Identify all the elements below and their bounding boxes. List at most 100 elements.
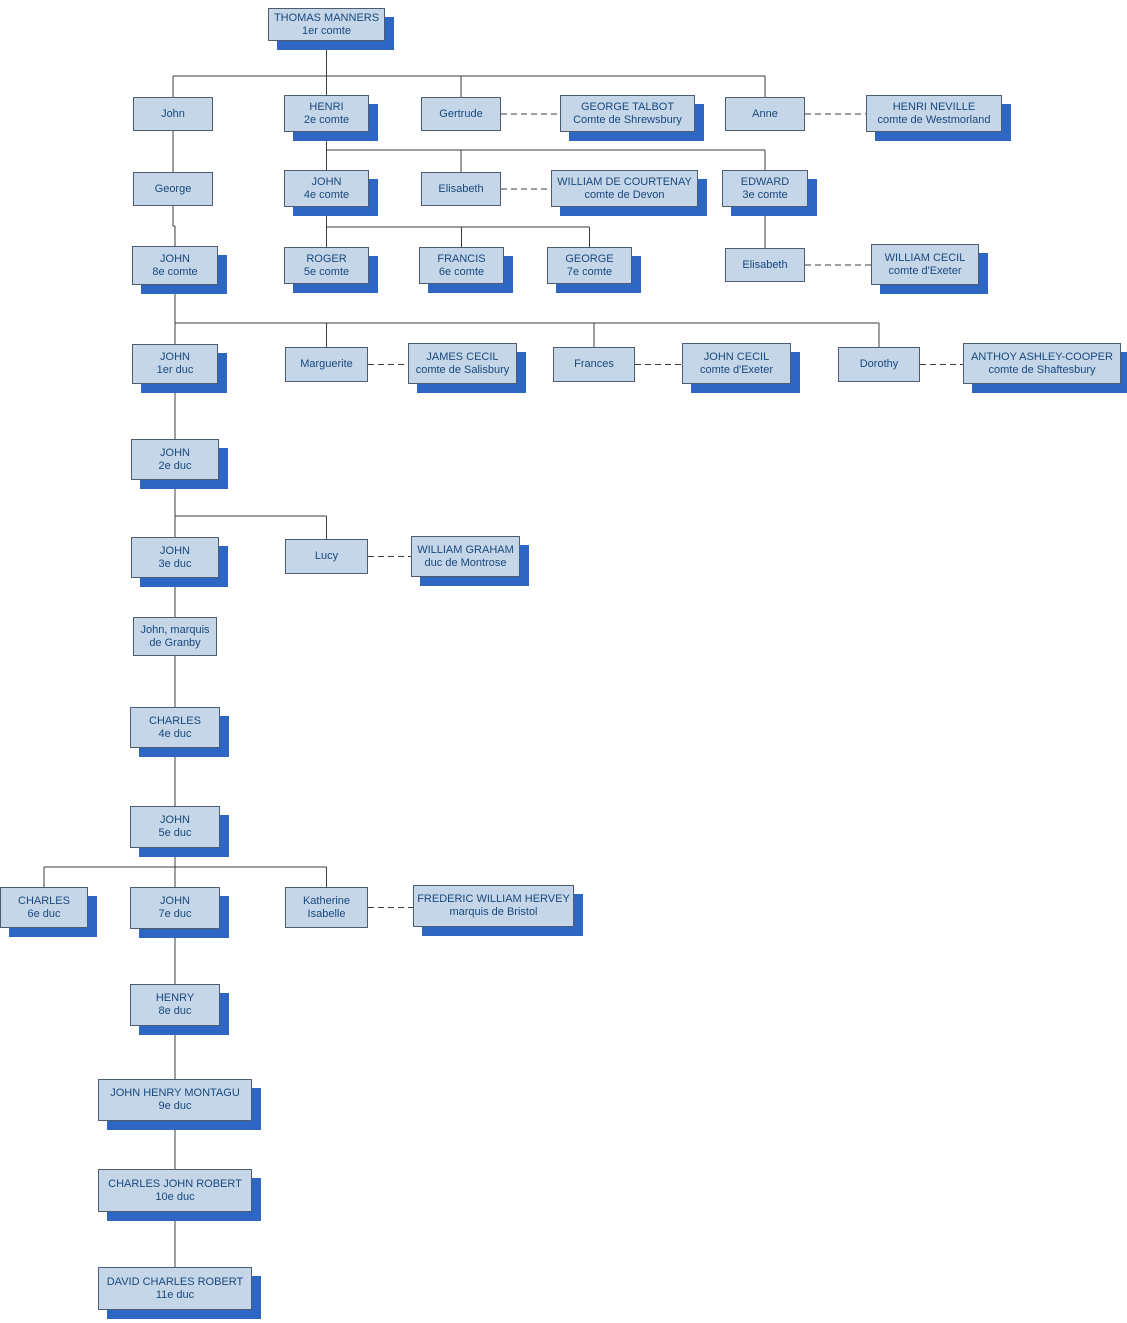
node-label: George xyxy=(154,182,192,195)
node-label: Comte de Shrewsbury xyxy=(573,113,682,126)
node-label: Elisabeth xyxy=(742,258,788,271)
node-label: Isabelle xyxy=(307,907,346,920)
node-label: duc de Montrose xyxy=(424,556,507,569)
tree-node-george: George xyxy=(133,172,213,206)
tree-node-lucy: Lucy xyxy=(285,539,368,574)
node-label: comte de Salisbury xyxy=(415,363,510,376)
node-label: CHARLES xyxy=(149,714,201,727)
node-label: John, marquis xyxy=(140,623,210,636)
node-label: 10e duc xyxy=(155,1190,195,1203)
node-label: ANTHOY ASHLEY-COOPER xyxy=(971,350,1113,363)
tree-node-anne: Anne xyxy=(725,97,805,131)
node-label: de Granby xyxy=(149,636,201,649)
node-label: JOHN xyxy=(160,814,190,826)
tree-node-elisabeth-cecil: Elisabeth xyxy=(725,248,805,282)
node-label: 4e comte xyxy=(303,188,350,201)
tree-node-john: John xyxy=(133,97,213,131)
node-label: comte de Devon xyxy=(584,188,665,201)
node-label: 6e duc xyxy=(27,907,61,920)
tree-node-marguerite: Marguerite xyxy=(285,347,368,382)
node-label: 5e duc xyxy=(158,827,192,839)
node-label: ROGER xyxy=(306,252,347,265)
node-label: 8e comte xyxy=(152,265,198,278)
tree-node-elisabeth: Elisabeth xyxy=(421,172,501,206)
node-label: JOHN CECIL xyxy=(703,350,770,363)
node-label: 8e duc xyxy=(158,1005,192,1017)
node-label: JOHN xyxy=(160,252,190,265)
node-label: JOHN xyxy=(160,446,190,459)
node-label: HENRI xyxy=(309,100,344,113)
node-label: HENRY xyxy=(155,992,195,1004)
node-label: Dorothy xyxy=(859,358,899,370)
node-label: Katherine xyxy=(302,894,351,907)
node-label: Anne xyxy=(752,107,778,120)
node-label: 2e comte xyxy=(303,113,350,126)
node-label: comte d'Exeter xyxy=(888,264,962,277)
node-label: 3e comte xyxy=(742,188,788,201)
tree-node-frances: Frances xyxy=(553,347,635,382)
node-label: WILLIAM DE COURTENAY xyxy=(557,175,692,188)
node-label: 7e comte xyxy=(566,265,613,278)
node-label: JOHN xyxy=(311,175,342,188)
node-label: JOHN HENRY MONTAGU xyxy=(110,1087,240,1099)
node-label: JOHN xyxy=(160,895,190,907)
node-label: 3e duc xyxy=(158,557,192,570)
node-label: Gertrude xyxy=(439,107,483,120)
node-label: comte de Westmorland xyxy=(877,113,991,126)
node-label: Frances xyxy=(574,358,614,370)
node-label: comte d'Exeter xyxy=(699,363,774,376)
node-label: 4e duc xyxy=(158,727,192,740)
node-label: FRANCIS xyxy=(437,252,486,265)
node-label: 7e duc xyxy=(158,908,192,920)
node-label: 9e duc xyxy=(158,1100,192,1112)
node-label: EDWARD xyxy=(740,175,790,188)
node-label: WILLIAM GRAHAM xyxy=(417,543,514,556)
node-label: CHARLES JOHN ROBERT xyxy=(108,1177,242,1190)
node-label: HENRI NEVILLE xyxy=(892,100,976,113)
node-label: marquis de Bristol xyxy=(449,906,538,918)
node-label: GEORGE TALBOT xyxy=(580,100,675,113)
node-label: 1er duc xyxy=(156,364,194,376)
node-label: 6e comte xyxy=(438,265,485,278)
node-label: JAMES CECIL xyxy=(426,350,499,363)
node-label: CHARLES xyxy=(18,894,70,907)
tree-node-dorothy: Dorothy xyxy=(838,347,920,382)
node-label: 1er comte xyxy=(302,24,351,37)
node-label: THOMAS MANNERS xyxy=(273,11,380,24)
node-label: 11e duc xyxy=(155,1288,195,1301)
node-label: WILLIAM CECIL xyxy=(884,251,966,264)
node-label: John xyxy=(161,107,185,120)
node-label: Elisabeth xyxy=(438,182,484,195)
node-label: JOHN xyxy=(160,351,190,363)
tree-node-gertrude: Gertrude xyxy=(421,97,501,131)
